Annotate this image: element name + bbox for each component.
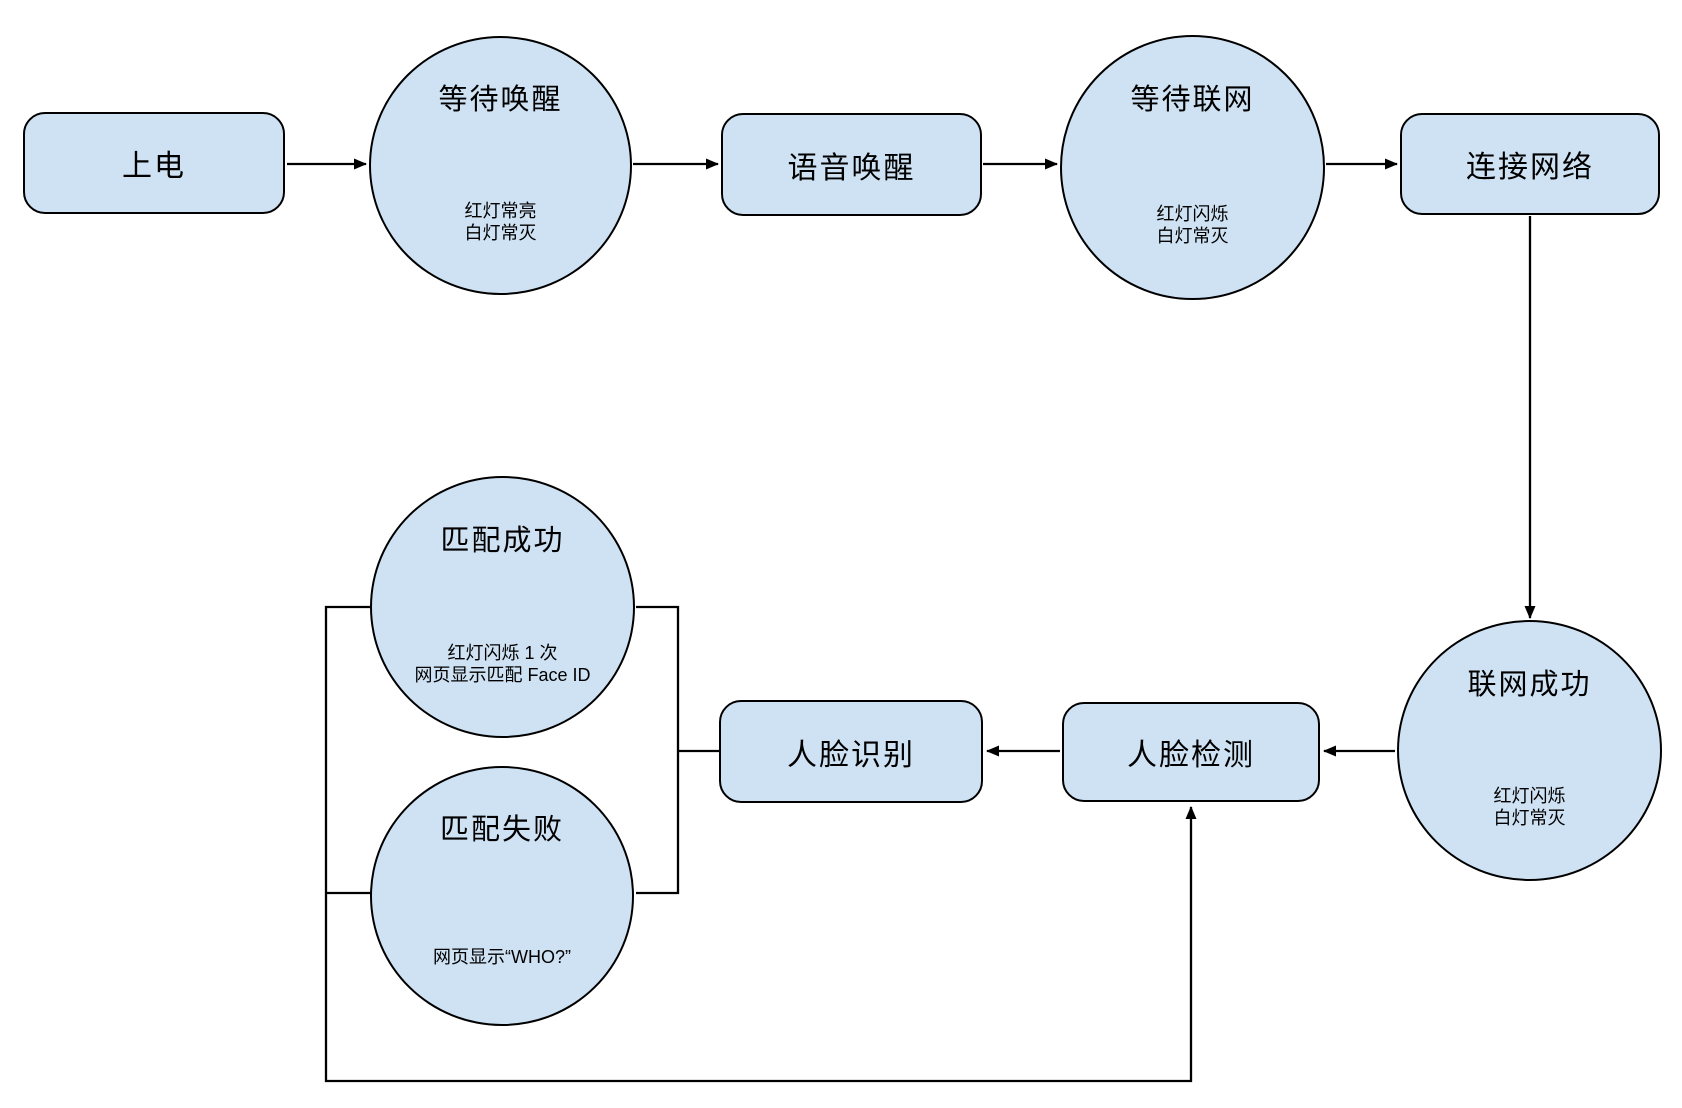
node-match-success: 匹配成功 红灯闪烁 1 次 网页显示匹配 Face ID <box>370 476 635 738</box>
node-power-on-label: 上电 <box>122 150 186 183</box>
node-connect-network-label: 连接网络 <box>1466 151 1594 184</box>
node-match-success-note: 红灯闪烁 1 次 网页显示匹配 Face ID <box>414 643 591 686</box>
node-face-recognize-label: 人脸识别 <box>787 738 915 772</box>
node-network-success: 联网成功 红灯闪烁 白灯常灭 <box>1397 620 1662 881</box>
node-wait-network: 等待联网 红灯闪烁 白灯常灭 <box>1060 35 1325 300</box>
node-wait-wake-note: 红灯常亮 白灯常灭 <box>464 201 537 244</box>
node-face-detect-label: 人脸检测 <box>1127 739 1255 772</box>
node-wait-network-label: 等待联网 <box>1130 84 1255 117</box>
node-match-fail-label: 匹配失败 <box>439 814 564 847</box>
node-voice-wake-label: 语音唤醒 <box>787 151 916 185</box>
split-bracket-right <box>636 605 680 895</box>
feedback-loop <box>324 605 1197 1083</box>
node-connect-network: 连接网络 <box>1400 113 1660 215</box>
node-wait-wake-label: 等待唤醒 <box>438 84 563 117</box>
node-network-success-label: 联网成功 <box>1467 668 1592 701</box>
node-match-fail: 匹配失败 网页显示“WHO?” <box>370 766 634 1026</box>
node-power-on: 上电 <box>23 112 285 214</box>
node-network-success-note: 红灯闪烁 白灯常灭 <box>1493 786 1566 829</box>
node-face-detect: 人脸检测 <box>1062 702 1320 802</box>
node-match-success-label: 匹配成功 <box>440 524 565 557</box>
node-face-recognize: 人脸识别 <box>719 700 983 803</box>
node-voice-wake: 语音唤醒 <box>721 113 982 216</box>
node-match-fail-note: 网页显示“WHO?” <box>433 947 571 968</box>
node-wait-network-note: 红灯闪烁 白灯常灭 <box>1156 204 1229 246</box>
node-wait-wake: 等待唤醒 红灯常亮 白灯常灭 <box>369 36 632 295</box>
